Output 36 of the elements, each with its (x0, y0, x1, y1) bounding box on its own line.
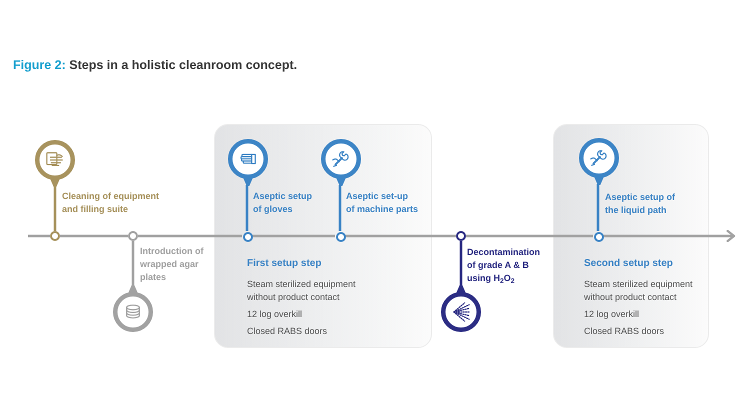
connector-line (596, 184, 600, 231)
panel-text: 12 log overkill (584, 308, 640, 321)
connector-line (132, 241, 134, 285)
connector-line (54, 187, 56, 231)
timeline-line (345, 234, 456, 238)
step-label: Decontamination of grade A & B using H$_{2}$O$_{2}$ (467, 246, 542, 285)
step-label: Cleaning of equipment and filling suite (62, 190, 160, 216)
timeline-line (138, 234, 242, 238)
timeline-line (252, 234, 335, 238)
pin-marker (579, 138, 619, 185)
panel-text: Closed RABS doors (584, 325, 666, 338)
panel-text: 12 log overkill (247, 308, 304, 321)
step-label: Aseptic set-up of machine parts (346, 190, 420, 216)
step-label: Introduction of wrapped agar plates (140, 245, 204, 284)
timeline-line (60, 234, 128, 238)
panel-heading: Second setup step (584, 257, 674, 271)
pin-marker (441, 285, 481, 332)
step-panel (553, 124, 709, 348)
pin-marker (113, 285, 153, 332)
pin-marker (35, 140, 75, 187)
panel-text: Steam sterilized equipment without product contact (247, 278, 357, 304)
connector-line (246, 185, 248, 231)
panel-text: Steam sterilized equipment without product contact (584, 278, 694, 304)
step-label: Aseptic setup of the liquid path (605, 191, 676, 217)
connector-line (338, 185, 342, 231)
timeline-line (28, 234, 50, 238)
panel-text: Closed RABS doors (247, 325, 328, 338)
panel-heading: First setup step (247, 257, 322, 271)
pin-marker (228, 139, 268, 186)
figure-title: Figure 2: Steps in a holistic cleanroom concept. (13, 57, 298, 73)
step-label: Aseptic setup of gloves (253, 190, 314, 216)
connector-line (460, 241, 462, 285)
timeline-line (603, 230, 736, 242)
step-panel (214, 124, 432, 348)
pin-marker (321, 139, 361, 186)
timeline-line (466, 234, 593, 238)
